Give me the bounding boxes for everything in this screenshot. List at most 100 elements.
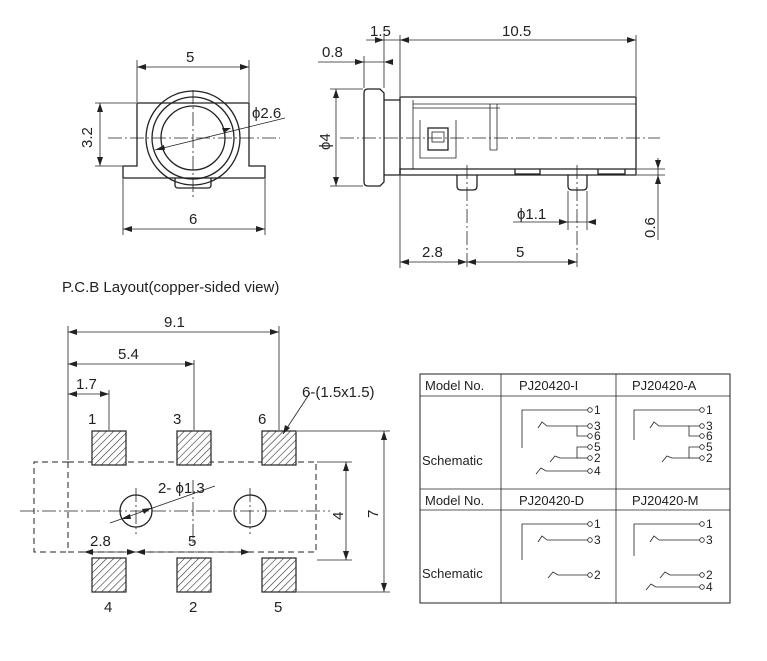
model-table: Model No. Model No. Schematic Schematic … <box>419 373 731 604</box>
pin-label: 1 <box>88 411 96 428</box>
side-body-outline <box>384 96 637 176</box>
wire <box>645 583 700 591</box>
model-no-label: Model No. <box>425 493 484 508</box>
arrow-head <box>68 391 77 397</box>
pcb-outline-flange <box>33 461 68 553</box>
pin-label: 2 <box>706 451 713 465</box>
side-dim-2.8: 2.8 <box>422 244 443 261</box>
arrow-head <box>270 329 279 335</box>
front-height-label: 3.2 <box>79 127 96 148</box>
arrow-head <box>559 219 568 225</box>
arrow-head <box>68 361 77 367</box>
terminal <box>699 537 705 543</box>
arrow-head <box>375 37 384 43</box>
side-dim-10.5: 10.5 <box>502 23 531 40</box>
side-square-frame <box>419 120 457 159</box>
arrow-head <box>97 157 103 166</box>
front-body-outline <box>122 102 266 179</box>
table-border <box>419 373 731 604</box>
terminal <box>587 433 593 439</box>
arrow-head <box>655 160 661 169</box>
terminal <box>587 423 593 429</box>
front-diameter-leader <box>154 117 286 151</box>
wire <box>535 467 588 475</box>
pcb-pad-1 <box>91 430 127 466</box>
arrow-head <box>136 549 145 555</box>
front-base-label: 6 <box>189 211 197 228</box>
arrow-head <box>655 175 661 184</box>
pin-label: 6 <box>706 429 713 443</box>
pin-label: 4 <box>706 580 713 594</box>
wire <box>633 523 700 556</box>
pcb-pad-note: 6-(1.5x1.5) <box>302 384 375 401</box>
arrow-head <box>97 103 103 112</box>
arrow-head <box>240 64 249 70</box>
wire <box>661 446 700 463</box>
arrow-head <box>84 549 93 555</box>
arrow-head <box>142 508 151 514</box>
pcb-dim-5.4: 5.4 <box>118 346 139 363</box>
pcb-dim-5: 5 <box>188 533 196 550</box>
pcb-dim-4: 4 <box>330 512 347 520</box>
schematic-d: 1 3 2 <box>521 517 601 582</box>
arrow-head <box>587 219 596 225</box>
model-no-label: Model No. <box>425 378 484 393</box>
arrow-head <box>333 89 339 98</box>
schematic-a: 1 3 6 5 2 <box>633 403 713 465</box>
pin-label: 5 <box>594 440 601 454</box>
wire <box>549 446 588 463</box>
wire <box>537 535 588 543</box>
side-post <box>567 175 588 191</box>
arrow-head <box>355 59 364 65</box>
pin-label: 4 <box>104 599 112 616</box>
pin-label: 2 <box>189 599 197 616</box>
arrow-head <box>400 259 409 265</box>
arrow-head <box>283 425 290 434</box>
wire <box>649 535 700 543</box>
side-bottom-tab <box>514 169 541 175</box>
pin-label: 1 <box>706 403 713 417</box>
model-name-m: PJ20420-M <box>632 493 698 508</box>
pcb-dim-9.1: 9.1 <box>164 314 185 331</box>
pin-label: 1 <box>594 517 601 531</box>
terminal <box>587 444 593 450</box>
arrow-head <box>121 514 131 519</box>
terminal <box>699 407 705 413</box>
pin-label: 4 <box>594 464 601 478</box>
terminal <box>699 572 705 578</box>
pin-label: 3 <box>594 419 601 433</box>
side-contact-slot <box>489 104 498 151</box>
pin-label: 2 <box>594 451 601 465</box>
terminal <box>699 521 705 527</box>
pcb-pad-6 <box>261 430 297 466</box>
arrow-head <box>568 259 577 265</box>
pin-label: 3 <box>706 419 713 433</box>
side-dim-5: 5 <box>516 244 524 261</box>
terminal <box>587 572 593 578</box>
pcb-pad-2 <box>176 557 212 593</box>
arrow-head <box>68 329 77 335</box>
arrow-head <box>384 59 393 65</box>
terminal <box>699 433 705 439</box>
wire <box>576 426 588 437</box>
arrow-head <box>185 361 194 367</box>
side-dim-0.8: 0.8 <box>322 44 343 61</box>
arrow-head <box>381 583 387 592</box>
terminal <box>587 468 593 474</box>
pin-label: 3 <box>594 533 601 547</box>
schematic-i: 1 3 6 5 2 4 <box>521 403 601 478</box>
wire <box>521 523 588 560</box>
arrow-head <box>222 128 231 133</box>
pcb-dim-1.7: 1.7 <box>76 376 97 393</box>
pcb-dim-7: 7 <box>365 510 382 518</box>
pin-label: 5 <box>706 440 713 454</box>
model-name-d: PJ20420-D <box>519 493 584 508</box>
pcb-hole-note: 2- ϕ1.3 <box>158 480 205 497</box>
side-dim-0.6: 0.6 <box>642 217 659 238</box>
arrow-head <box>100 391 109 397</box>
pin-label: 1 <box>706 517 713 531</box>
pin-label: 3 <box>173 411 181 428</box>
arrow-head <box>343 551 349 560</box>
